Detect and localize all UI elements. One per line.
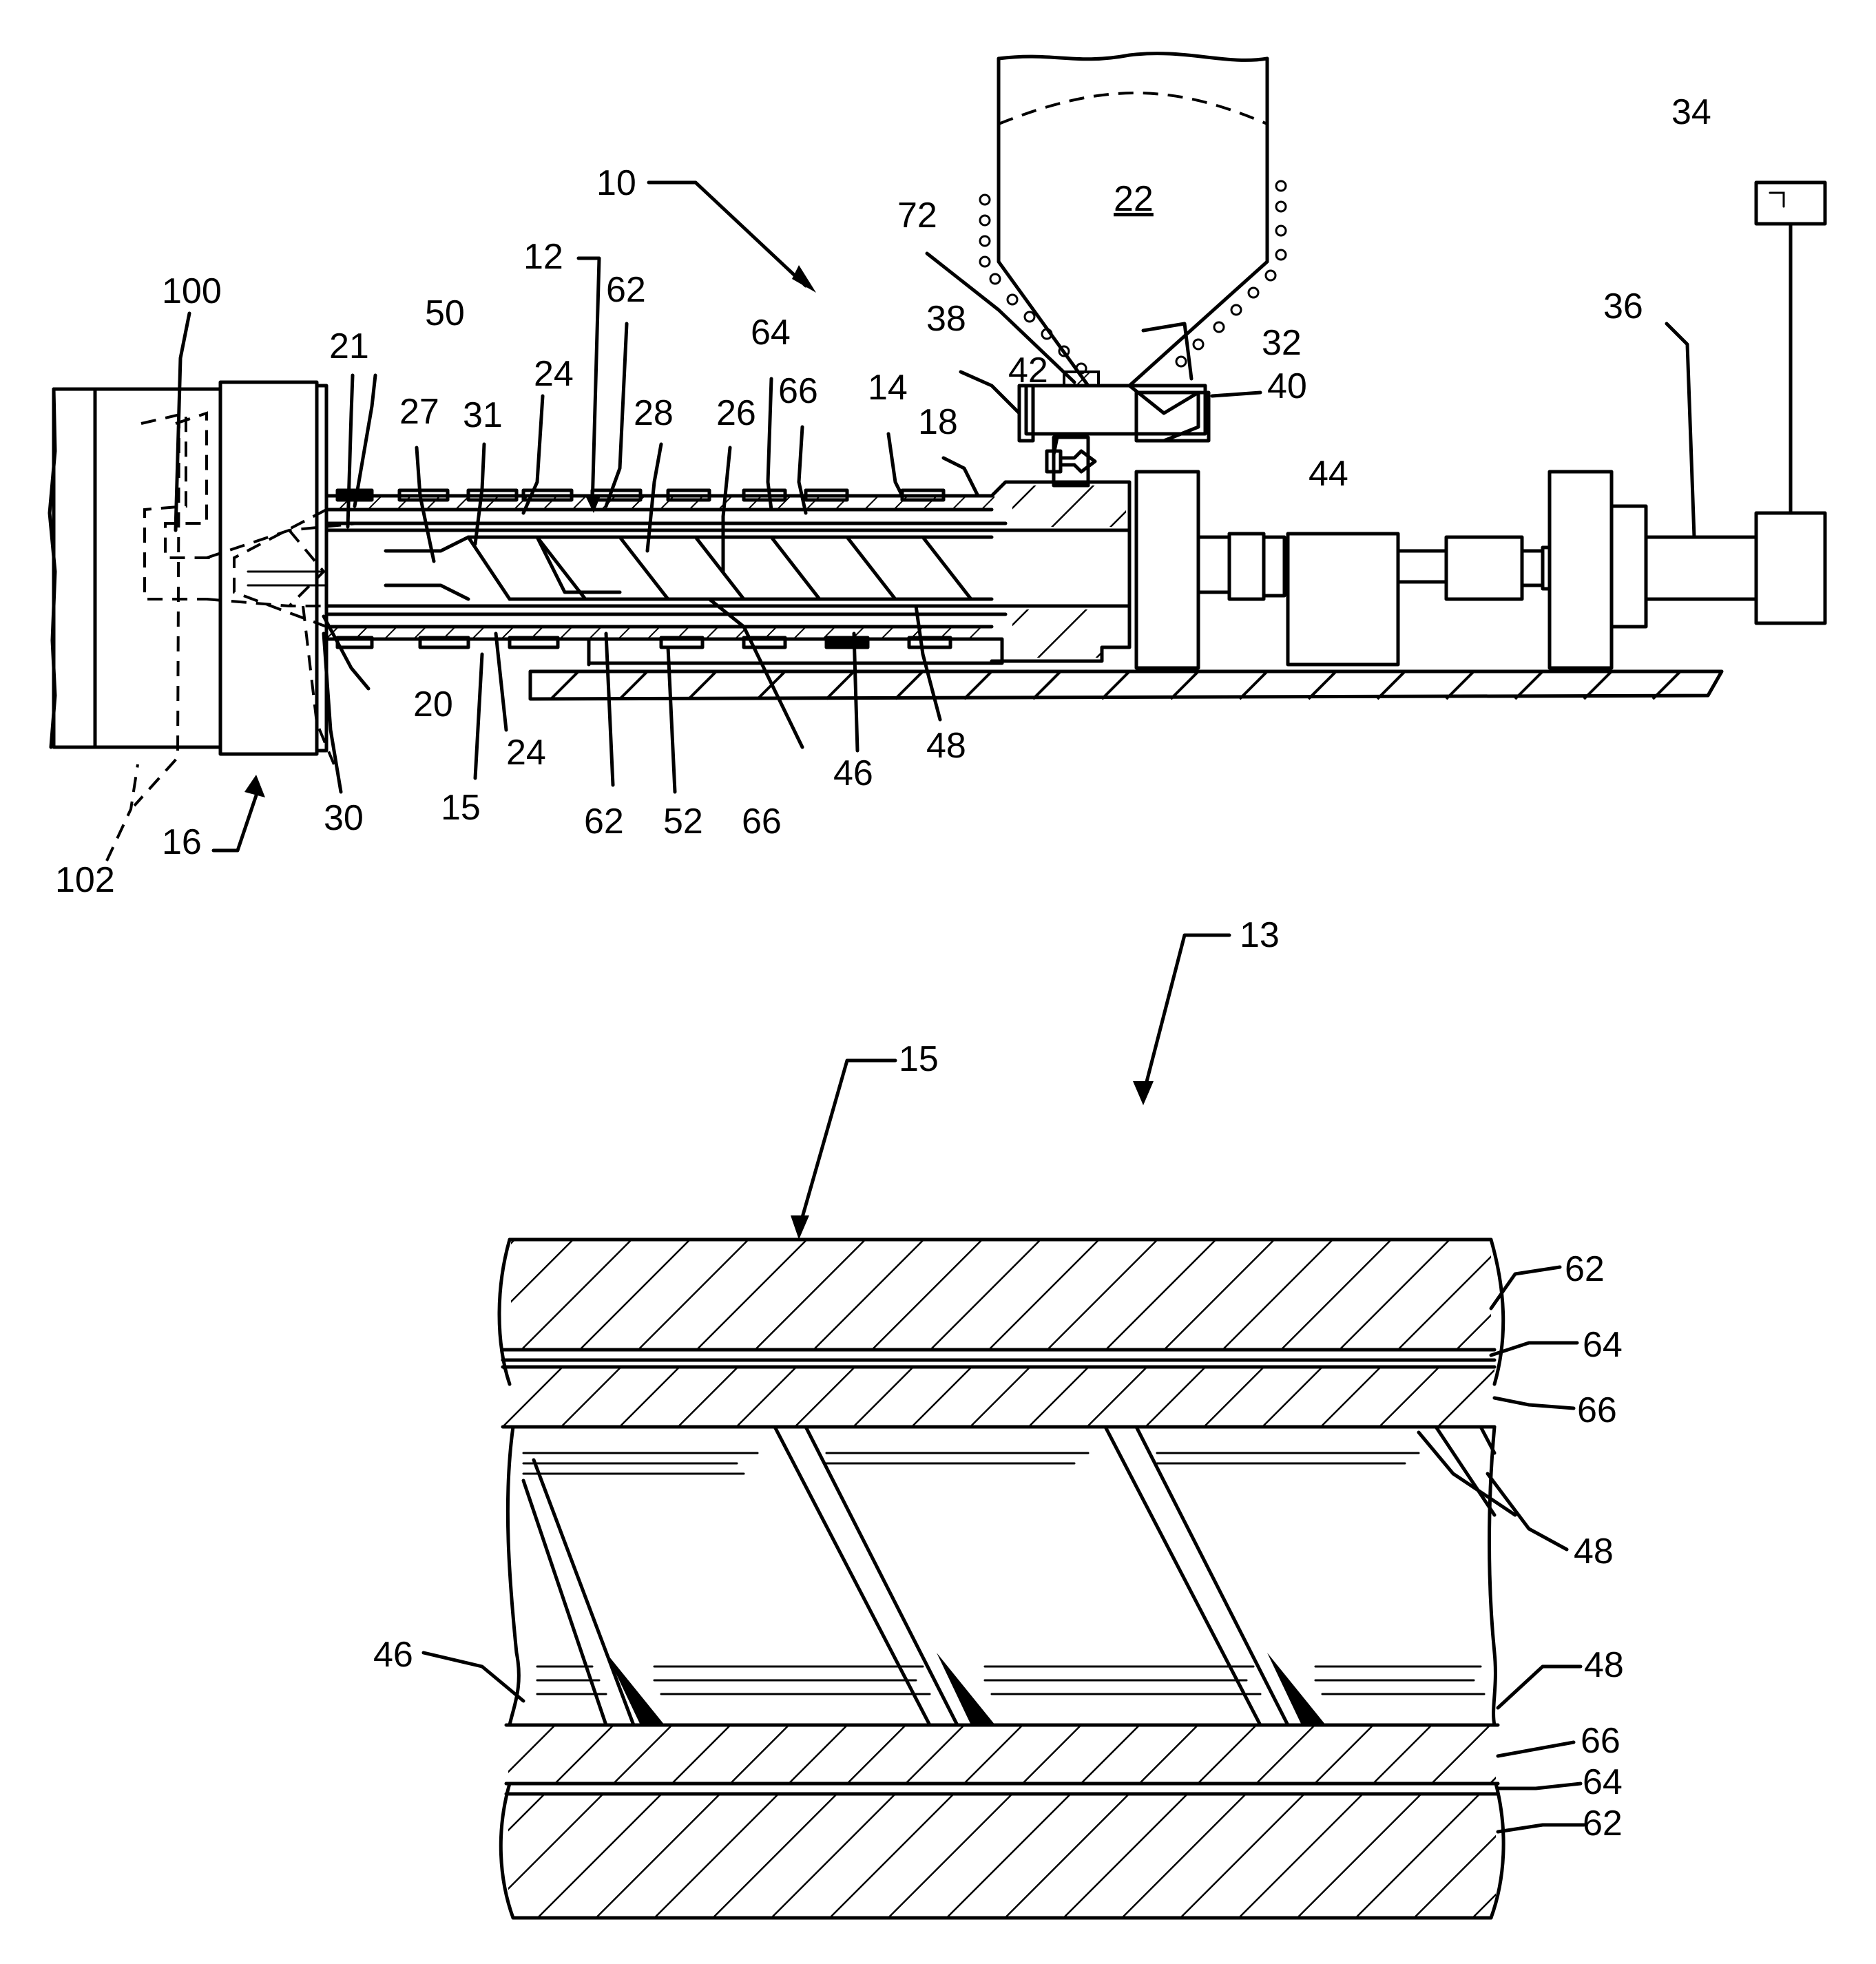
label-48-upper: 48 [1574, 1532, 1614, 1571]
label-44: 44 [1309, 454, 1348, 494]
shading-lines [523, 1453, 1484, 1694]
label-14: 14 [868, 368, 908, 408]
label-26: 26 [716, 393, 756, 433]
wall-62-bottom [508, 1794, 1496, 1918]
label-66-top: 66 [778, 371, 818, 411]
label-42: 42 [1008, 351, 1048, 390]
label-28: 28 [634, 393, 674, 433]
label-40: 40 [1267, 366, 1307, 406]
label-62-detail-top: 62 [1565, 1249, 1605, 1289]
figure-top: 10 12 14 15 16 18 20 21 22 24 24 26 27 2… [50, 54, 1825, 900]
label-72: 72 [897, 196, 937, 236]
label-66-bottom: 66 [742, 802, 782, 842]
label-30: 30 [324, 798, 364, 838]
drive-unit [1136, 182, 1825, 668]
label-32: 32 [1262, 323, 1302, 363]
label-38: 38 [926, 299, 966, 339]
label-10: 10 [596, 163, 636, 203]
label-18: 18 [918, 402, 958, 442]
label-50: 50 [425, 293, 465, 333]
label-64-detail-bottom: 64 [1583, 1762, 1623, 1802]
label-12: 12 [523, 237, 563, 277]
label-27: 27 [399, 392, 439, 432]
label-62-detail-bottom: 62 [1583, 1804, 1623, 1843]
label-31: 31 [463, 395, 503, 435]
label-24-bottom: 24 [506, 733, 546, 773]
label-24-top: 24 [534, 354, 574, 394]
label-15-detail: 15 [899, 1039, 939, 1079]
screw-flights [386, 537, 992, 599]
label-36: 36 [1603, 286, 1643, 326]
label-102: 102 [55, 860, 115, 900]
label-34: 34 [1671, 92, 1711, 132]
label-46: 46 [833, 753, 873, 793]
label-48-lower: 48 [1584, 1645, 1624, 1685]
label-62-bottom: 62 [584, 802, 624, 842]
label-20: 20 [413, 685, 453, 724]
label-13: 13 [1240, 915, 1280, 955]
label-64: 64 [751, 313, 791, 353]
wall-62-top [511, 1240, 1491, 1350]
figure-bottom: 13 15 46 48 48 62 62 64 64 66 66 [373, 915, 1624, 1918]
label-66-detail-bottom: 66 [1581, 1721, 1620, 1761]
machine-base [530, 671, 1722, 699]
label-64-detail-top: 64 [1583, 1325, 1623, 1365]
label-15: 15 [441, 788, 481, 828]
label-52: 52 [663, 802, 703, 842]
label-16: 16 [162, 822, 202, 862]
wall-66-bottom [508, 1725, 1496, 1784]
label-62-top: 62 [606, 270, 646, 310]
label-100: 100 [162, 271, 222, 311]
label-21: 21 [329, 326, 369, 366]
mold-plate-left [50, 382, 326, 754]
label-46-detail: 46 [373, 1635, 413, 1675]
label-22: 22 [1114, 179, 1154, 219]
label-66-detail-top: 66 [1577, 1390, 1617, 1430]
label-48: 48 [926, 726, 966, 766]
wall-66-top [503, 1367, 1494, 1425]
